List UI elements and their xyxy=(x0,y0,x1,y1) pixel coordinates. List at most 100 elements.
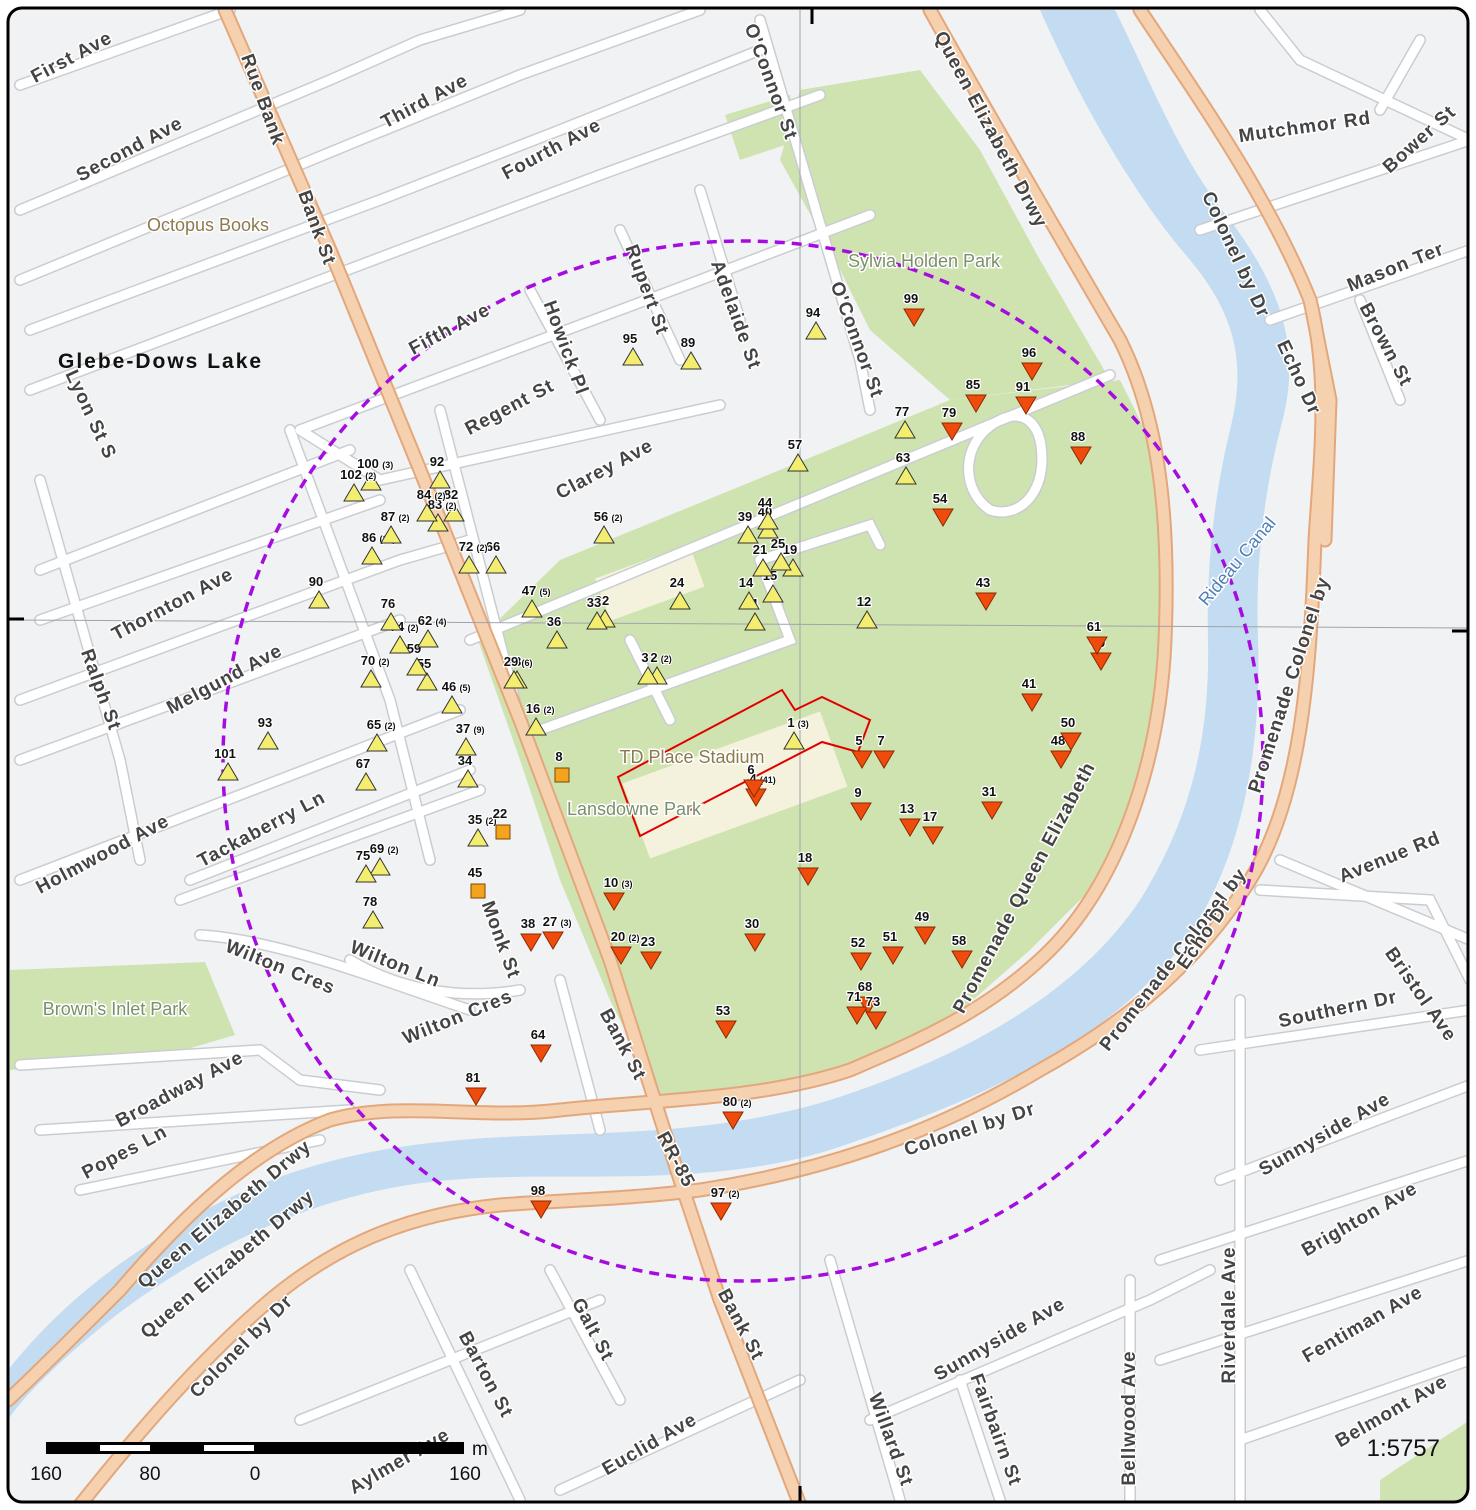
marker-down[interactable]: 73 xyxy=(865,993,887,1030)
marker-down[interactable]: 31 xyxy=(981,783,1003,820)
triangle-down-marker[interactable] xyxy=(914,926,936,945)
marker-up[interactable]: 102(2) xyxy=(339,466,377,502)
triangle-up-marker[interactable] xyxy=(308,590,330,609)
marker-down[interactable]: 51 xyxy=(882,928,904,965)
triangle-up-marker[interactable] xyxy=(362,910,384,929)
marker-down[interactable]: 91 xyxy=(1015,378,1037,415)
marker-up[interactable]: 12 xyxy=(856,593,878,629)
marker-down[interactable]: 64 xyxy=(530,1026,552,1063)
triangle-up-marker[interactable] xyxy=(416,672,438,691)
triangle-down-marker[interactable] xyxy=(1050,750,1072,769)
marker-down[interactable]: 18 xyxy=(797,849,819,886)
marker-up[interactable]: 89 xyxy=(680,334,702,370)
triangle-up-marker[interactable] xyxy=(380,612,402,631)
marker-down[interactable]: 5 xyxy=(851,732,873,769)
marker-down[interactable]: 48 xyxy=(1050,732,1072,769)
marker-down[interactable]: 71 xyxy=(846,988,868,1025)
triangle-down-marker[interactable] xyxy=(530,1200,552,1219)
marker-down[interactable]: 27(3) xyxy=(542,913,573,950)
triangle-down-marker[interactable] xyxy=(797,867,819,886)
triangle-up-marker[interactable] xyxy=(637,666,659,685)
triangle-down-marker[interactable] xyxy=(975,592,997,611)
triangle-up-marker[interactable] xyxy=(457,769,479,788)
triangle-down-marker[interactable] xyxy=(965,394,987,413)
triangle-down-marker[interactable] xyxy=(951,950,973,969)
marker-up[interactable]: 16(2) xyxy=(525,700,556,736)
triangle-up-marker[interactable] xyxy=(257,731,279,750)
triangle-up-marker[interactable] xyxy=(593,525,615,544)
marker-up[interactable]: 76 xyxy=(380,595,402,631)
marker-up[interactable]: 25 xyxy=(770,535,792,571)
triangle-up-marker[interactable] xyxy=(485,555,507,574)
triangle-down-marker[interactable] xyxy=(743,779,765,798)
triangle-down-marker[interactable] xyxy=(610,946,632,965)
triangle-down-marker[interactable] xyxy=(850,802,872,821)
triangle-down-marker[interactable] xyxy=(722,1111,744,1130)
triangle-down-marker[interactable] xyxy=(851,750,873,769)
marker-down[interactable]: 6 xyxy=(743,761,765,798)
marker-up[interactable]: 67 xyxy=(355,755,377,791)
marker-up[interactable]: 24 xyxy=(669,574,691,610)
triangle-down-marker[interactable] xyxy=(1070,446,1092,465)
triangle-up-marker[interactable] xyxy=(467,828,489,847)
triangle-down-marker[interactable] xyxy=(899,818,921,837)
triangle-down-marker[interactable] xyxy=(850,952,872,971)
triangle-down-marker[interactable] xyxy=(857,996,879,1015)
marker-down[interactable]: 43 xyxy=(975,574,997,611)
marker-down[interactable]: 80(2) xyxy=(722,1093,753,1130)
triangle-up-marker[interactable] xyxy=(360,472,382,491)
triangle-up-marker[interactable] xyxy=(369,857,391,876)
triangle-up-marker[interactable] xyxy=(521,599,543,618)
triangle-up-marker[interactable] xyxy=(757,511,779,530)
marker-down[interactable]: 99 xyxy=(903,290,925,327)
marker-up[interactable]: 62(4) xyxy=(417,612,448,648)
triangle-down-marker[interactable] xyxy=(520,933,542,952)
marker-down[interactable]: 61 xyxy=(1086,618,1108,655)
triangle-up-marker[interactable] xyxy=(355,864,377,883)
marker-up[interactable]: 29(6) xyxy=(503,653,534,689)
marker-down[interactable]: 97(2) xyxy=(710,1184,741,1221)
marker-up[interactable]: 92 xyxy=(429,453,451,489)
marker-down[interactable]: 38 xyxy=(520,915,542,952)
triangle-up-marker[interactable] xyxy=(458,555,480,574)
marker-down[interactable]: 68 xyxy=(857,978,879,1015)
triangle-up-marker[interactable] xyxy=(787,453,809,472)
marker-down[interactable]: 13 xyxy=(899,800,921,837)
triangle-down-marker[interactable] xyxy=(465,1087,487,1106)
triangle-up-marker[interactable] xyxy=(443,503,465,522)
marker-up[interactable]: 100(3) xyxy=(356,455,394,491)
marker-up[interactable]: 66 xyxy=(485,538,507,574)
triangle-up-marker[interactable] xyxy=(752,558,774,577)
triangle-down-marker[interactable] xyxy=(903,308,925,327)
marker-down[interactable]: 41 xyxy=(1021,675,1043,712)
triangle-down-marker[interactable] xyxy=(530,1044,552,1063)
square-marker[interactable] xyxy=(495,824,511,840)
triangle-down-marker[interactable] xyxy=(1021,362,1043,381)
marker-up[interactable]: 94 xyxy=(805,304,827,340)
triangle-up-marker[interactable] xyxy=(380,525,402,544)
triangle-up-marker[interactable] xyxy=(744,612,766,631)
marker-down[interactable]: 85 xyxy=(965,376,987,413)
marker-down[interactable]: 79 xyxy=(941,404,963,441)
marker-up[interactable]: 3 xyxy=(637,649,659,685)
marker-square[interactable]: 8 xyxy=(554,748,570,783)
marker-up[interactable]: 21 xyxy=(752,541,774,577)
marker-up[interactable]: 44 xyxy=(757,494,779,530)
triangle-up-marker[interactable] xyxy=(360,669,382,688)
marker-up[interactable]: 56(2) xyxy=(593,508,624,544)
triangle-up-marker[interactable] xyxy=(546,630,568,649)
triangle-up-marker[interactable] xyxy=(770,552,792,571)
marker-down[interactable]: 88 xyxy=(1070,428,1092,465)
marker-up[interactable]: 57 xyxy=(787,436,809,472)
triangle-up-marker[interactable] xyxy=(805,321,827,340)
marker-square[interactable]: 22 xyxy=(492,805,511,840)
triangle-up-marker[interactable] xyxy=(738,591,760,610)
triangle-up-marker[interactable] xyxy=(429,470,451,489)
marker-up[interactable]: 14 xyxy=(738,574,760,610)
triangle-up-marker[interactable] xyxy=(680,351,702,370)
marker-up[interactable]: 101 xyxy=(213,745,239,781)
marker-up[interactable]: 46(5) xyxy=(441,678,472,714)
triangle-up-marker[interactable] xyxy=(217,762,239,781)
triangle-down-marker[interactable] xyxy=(1021,693,1043,712)
triangle-up-marker[interactable] xyxy=(894,420,916,439)
